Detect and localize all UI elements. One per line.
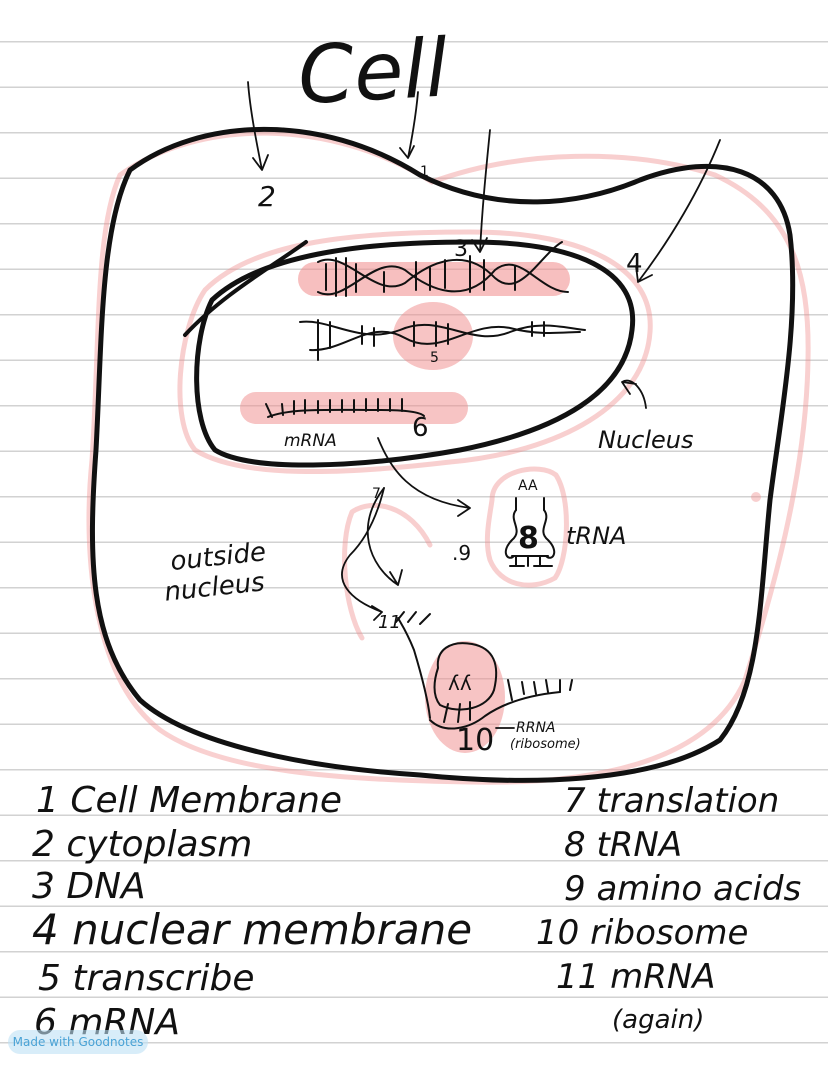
- legend-item-5: 5 transcribe: [38, 958, 255, 999]
- legend-item-7: 7 translation: [564, 781, 779, 821]
- cell-membrane: [90, 126, 796, 783]
- label-11: 11: [378, 612, 401, 633]
- translation-arrow-long: [366, 487, 403, 586]
- label-aa: AA: [518, 478, 538, 494]
- dna-helix-bottom: [299, 319, 586, 361]
- ink-layer: [90, 81, 796, 783]
- highlight-outline-layer: [86, 130, 811, 785]
- dna-helix-top: [317, 241, 569, 297]
- legend-item-9: 9 amino acids: [564, 869, 801, 909]
- label-10: 10: [456, 723, 494, 758]
- label-ribosome-11: ʎʎ: [448, 671, 472, 695]
- legend-item-1: 1 Cell Membrane: [36, 780, 342, 821]
- ribosome: [395, 611, 573, 730]
- cytoplasm-highlight-outline: [86, 130, 811, 785]
- label-8: 8: [518, 521, 539, 556]
- highlight-layer: [240, 262, 570, 753]
- nuclear-membrane: [194, 239, 636, 468]
- legend-item-8: 8 tRNA: [564, 825, 682, 865]
- transcription-highlight: [393, 302, 473, 370]
- translation-highlight-outline: [342, 502, 433, 641]
- nuclear-membrane-stroke: [183, 240, 308, 337]
- label-trna: tRNA: [566, 522, 626, 550]
- legend-right: 7 translation 8 tRNA 9 amino acids 10 ri…: [536, 781, 801, 1035]
- label-4: 4: [626, 249, 643, 279]
- mrna-exit-arrow: [377, 437, 471, 517]
- trna-molecule: [504, 497, 556, 567]
- label-mrna: mRNA: [284, 431, 337, 451]
- ribosome-highlight: [425, 641, 505, 753]
- label-1: 1: [420, 164, 429, 180]
- label-ribosome: (ribosome): [510, 737, 581, 752]
- legend-item-2: 2 cytoplasm: [32, 824, 252, 865]
- legend-item-4: 4 nuclear membrane: [32, 905, 472, 954]
- label-nucleus: Nucleus: [598, 426, 694, 454]
- label-6: 6: [412, 413, 429, 443]
- nucleus-highlight-outline: [177, 229, 653, 475]
- goodnotes-watermark: Made with Goodnotes: [8, 1030, 148, 1054]
- diagram-labels: Cell 1 2 3 4 5 6 mRNA Nucleus 7 AA 8 tRN…: [163, 21, 694, 758]
- label-7: 7: [372, 486, 381, 502]
- label-rrna: RRNA: [516, 720, 556, 736]
- mrna-strand: [265, 398, 425, 418]
- trna-highlight-outline: [484, 466, 569, 588]
- legend-item-11: 11 mRNA: [556, 957, 716, 997]
- label-5: 5: [430, 350, 439, 366]
- legend-item-11-again: (again): [612, 1005, 704, 1035]
- translation-arrow-short: [341, 487, 385, 621]
- legend-item-10: 10 ribosome: [536, 913, 748, 953]
- label-9: .9: [452, 541, 471, 565]
- diagram-title: Cell: [296, 21, 450, 122]
- legend-left: 1 Cell Membrane 2 cytoplasm 3 DNA 4 nucl…: [32, 780, 472, 1043]
- pointer-arrows: [247, 81, 721, 729]
- dna-highlight: [298, 262, 570, 296]
- highlight-dot: [751, 492, 761, 502]
- legend-item-3: 3 DNA: [32, 866, 146, 907]
- label-3: 3: [454, 237, 468, 262]
- label-2: 2: [258, 180, 276, 213]
